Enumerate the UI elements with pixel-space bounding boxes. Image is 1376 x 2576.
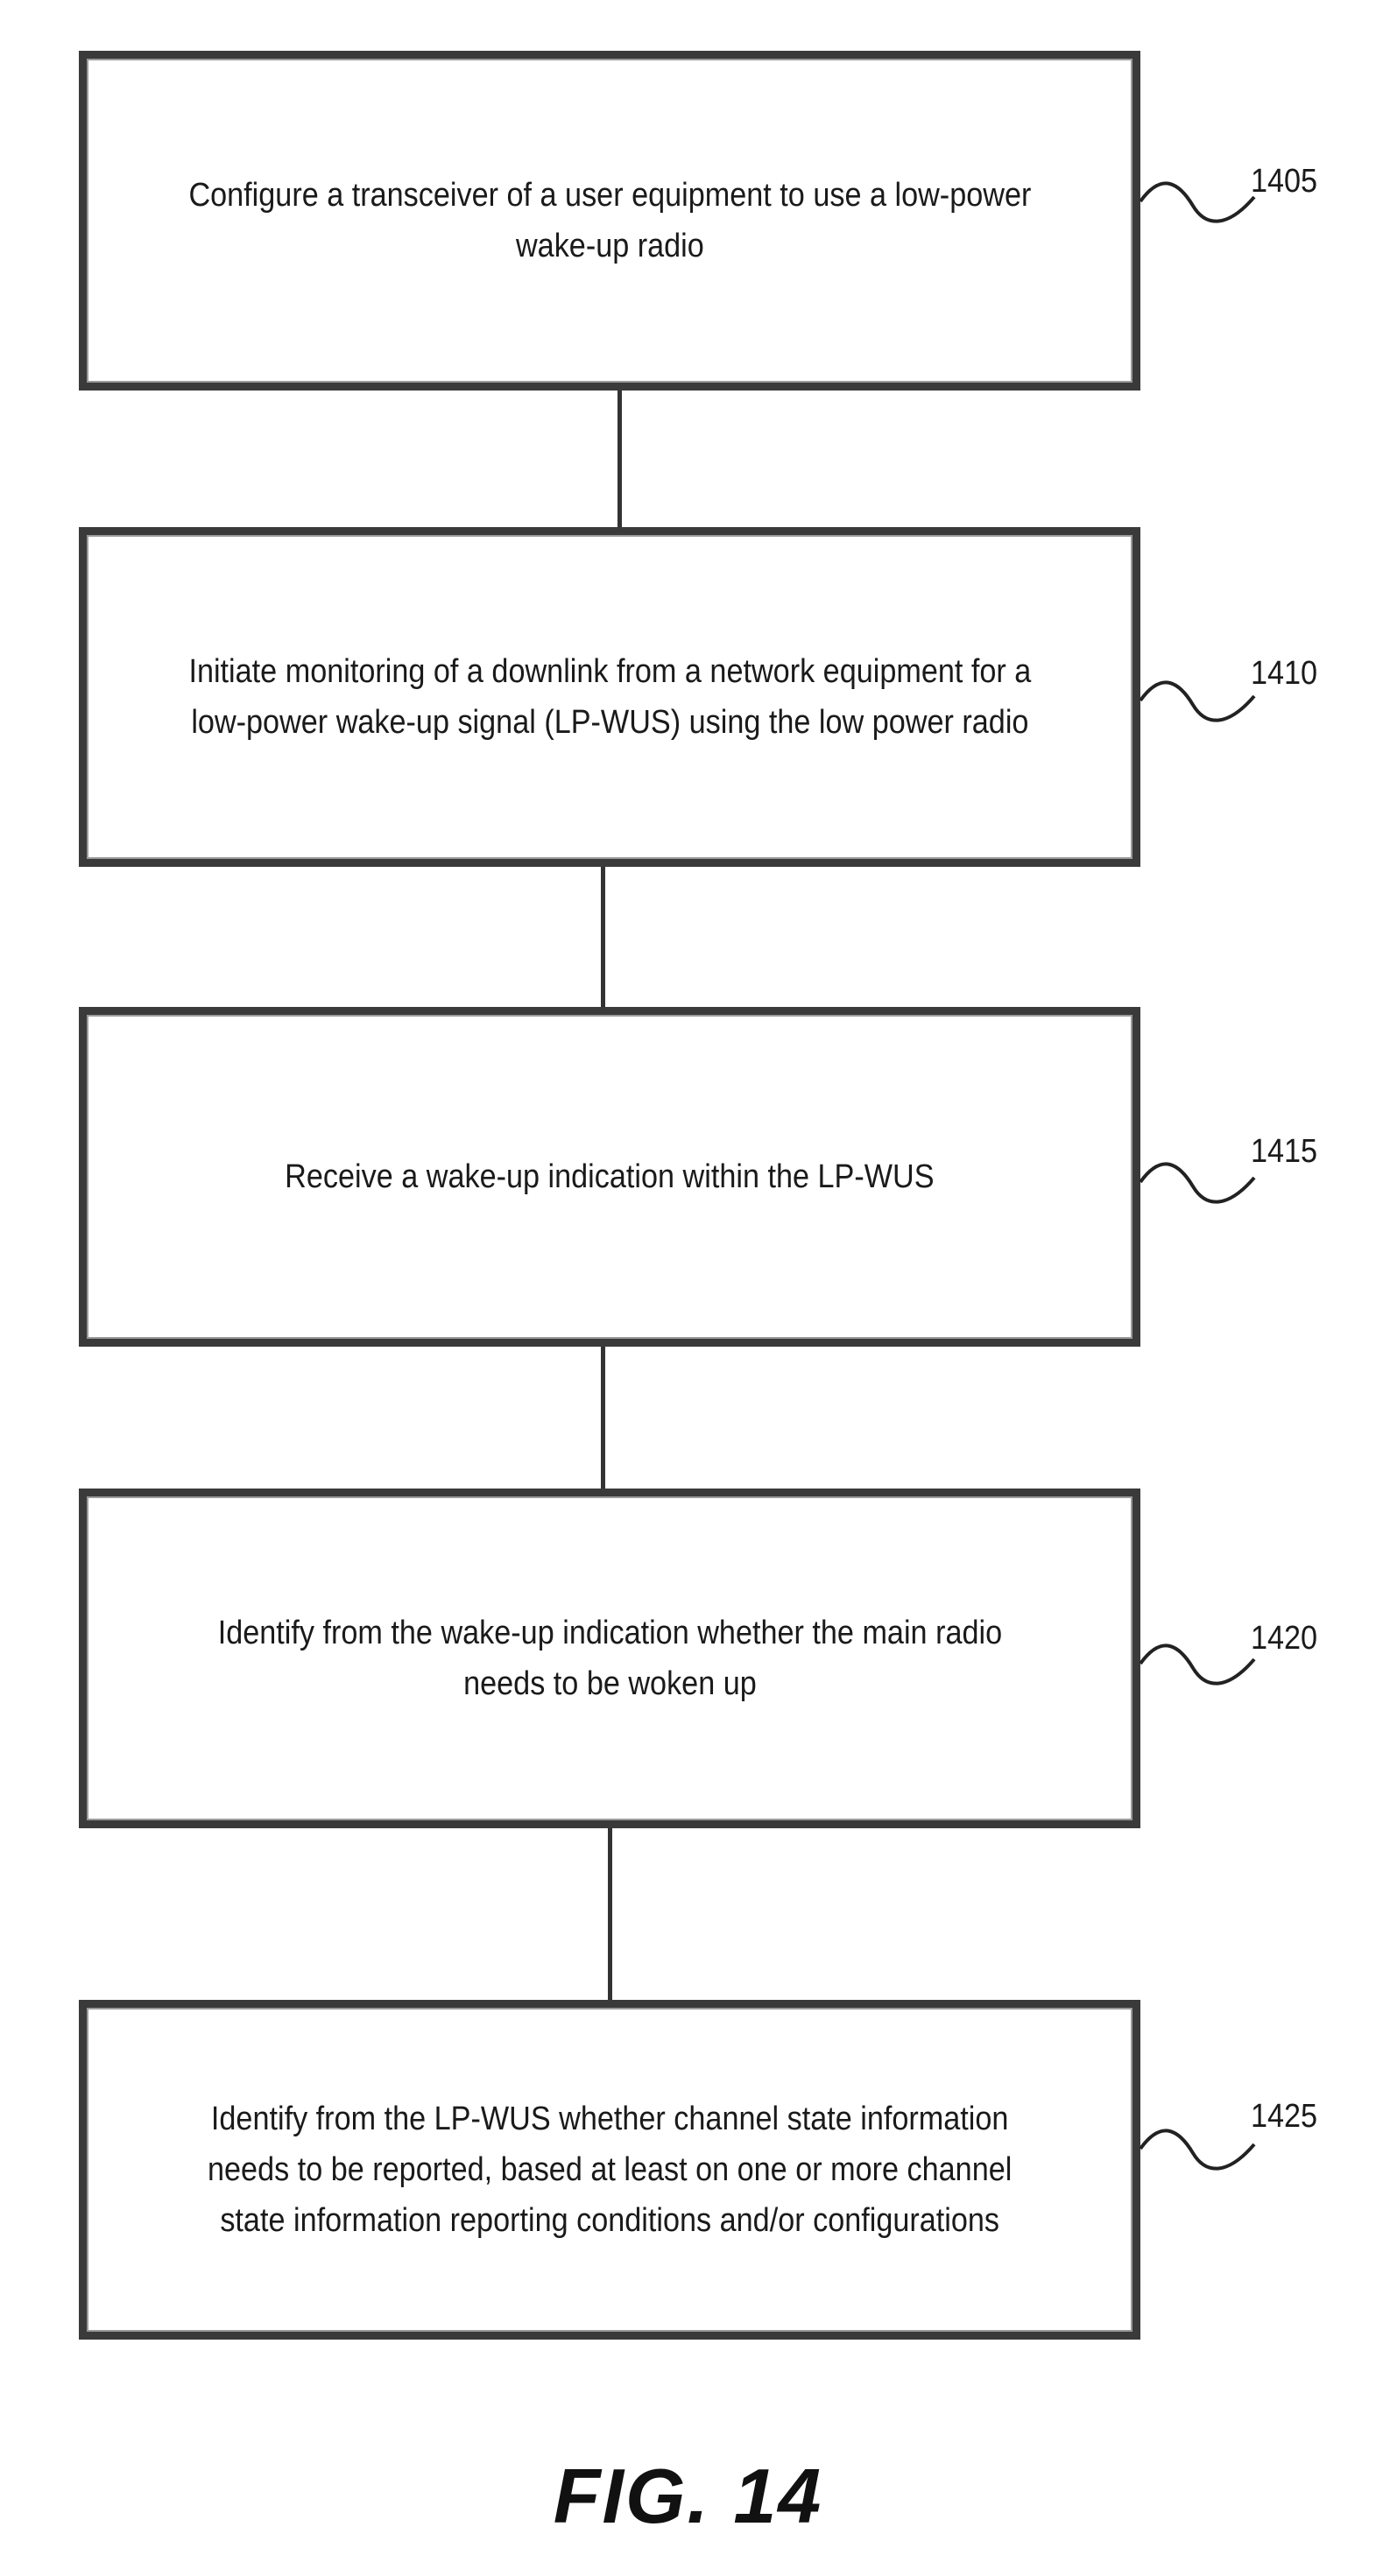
step-text-line: needs to be woken up [462, 1665, 757, 1702]
step-text: Initiate monitoring of a downlink from a… [165, 646, 1055, 748]
figure-caption: FIG. 14 [553, 2453, 823, 2539]
step-text-line: state information reporting conditions a… [220, 2202, 999, 2239]
step-text-line: Receive a wake-up indication within the … [285, 1158, 935, 1195]
flow-step-1410: Initiate monitoring of a downlink from a… [79, 527, 1140, 867]
step-text: Receive a wake-up indication within the … [261, 1151, 957, 1202]
step-text: Identify from the wake-up indication whe… [194, 1608, 1025, 1709]
leader-squiggle-icon [1139, 2129, 1256, 2171]
leader-squiggle-icon [1139, 181, 1256, 223]
step-text: Configure a transceiver of a user equipm… [165, 170, 1055, 271]
step-text: Identify from the LP-WUS whether channel… [184, 2094, 1035, 2246]
flow-step-1405: Configure a transceiver of a user equipm… [79, 51, 1140, 391]
flow-step-1415: Receive a wake-up indication within the … [79, 1007, 1140, 1347]
leader-squiggle-icon [1139, 1643, 1256, 1686]
step-text-line: needs to be reported, based at least on … [207, 2151, 1013, 2188]
step-text-line: wake-up radio [515, 228, 704, 264]
ref-label-1415: 1415 [1251, 1133, 1318, 1170]
connector-line [608, 1828, 612, 2000]
leader-squiggle-icon [1139, 680, 1256, 722]
connector-line [601, 1347, 605, 1489]
step-text-line: low-power wake-up signal (LP-WUS) using … [190, 704, 1029, 741]
flow-step-1420: Identify from the wake-up indication whe… [79, 1489, 1140, 1828]
connector-line [617, 391, 622, 527]
step-text-line: Identify from the LP-WUS whether channel… [210, 2101, 1009, 2137]
ref-label-1425: 1425 [1251, 2098, 1318, 2135]
ref-label-1420: 1420 [1251, 1620, 1318, 1657]
ref-label-1410: 1410 [1251, 655, 1318, 692]
flow-step-1425: Identify from the LP-WUS whether channel… [79, 2000, 1140, 2340]
ref-label-1405: 1405 [1251, 163, 1318, 200]
step-text-line: Initiate monitoring of a downlink from a… [188, 653, 1031, 690]
leader-squiggle-icon [1139, 1162, 1256, 1204]
step-text-line: Identify from the wake-up indication whe… [217, 1615, 1002, 1651]
connector-line [601, 867, 605, 1007]
step-text-line: Configure a transceiver of a user equipm… [188, 177, 1031, 214]
